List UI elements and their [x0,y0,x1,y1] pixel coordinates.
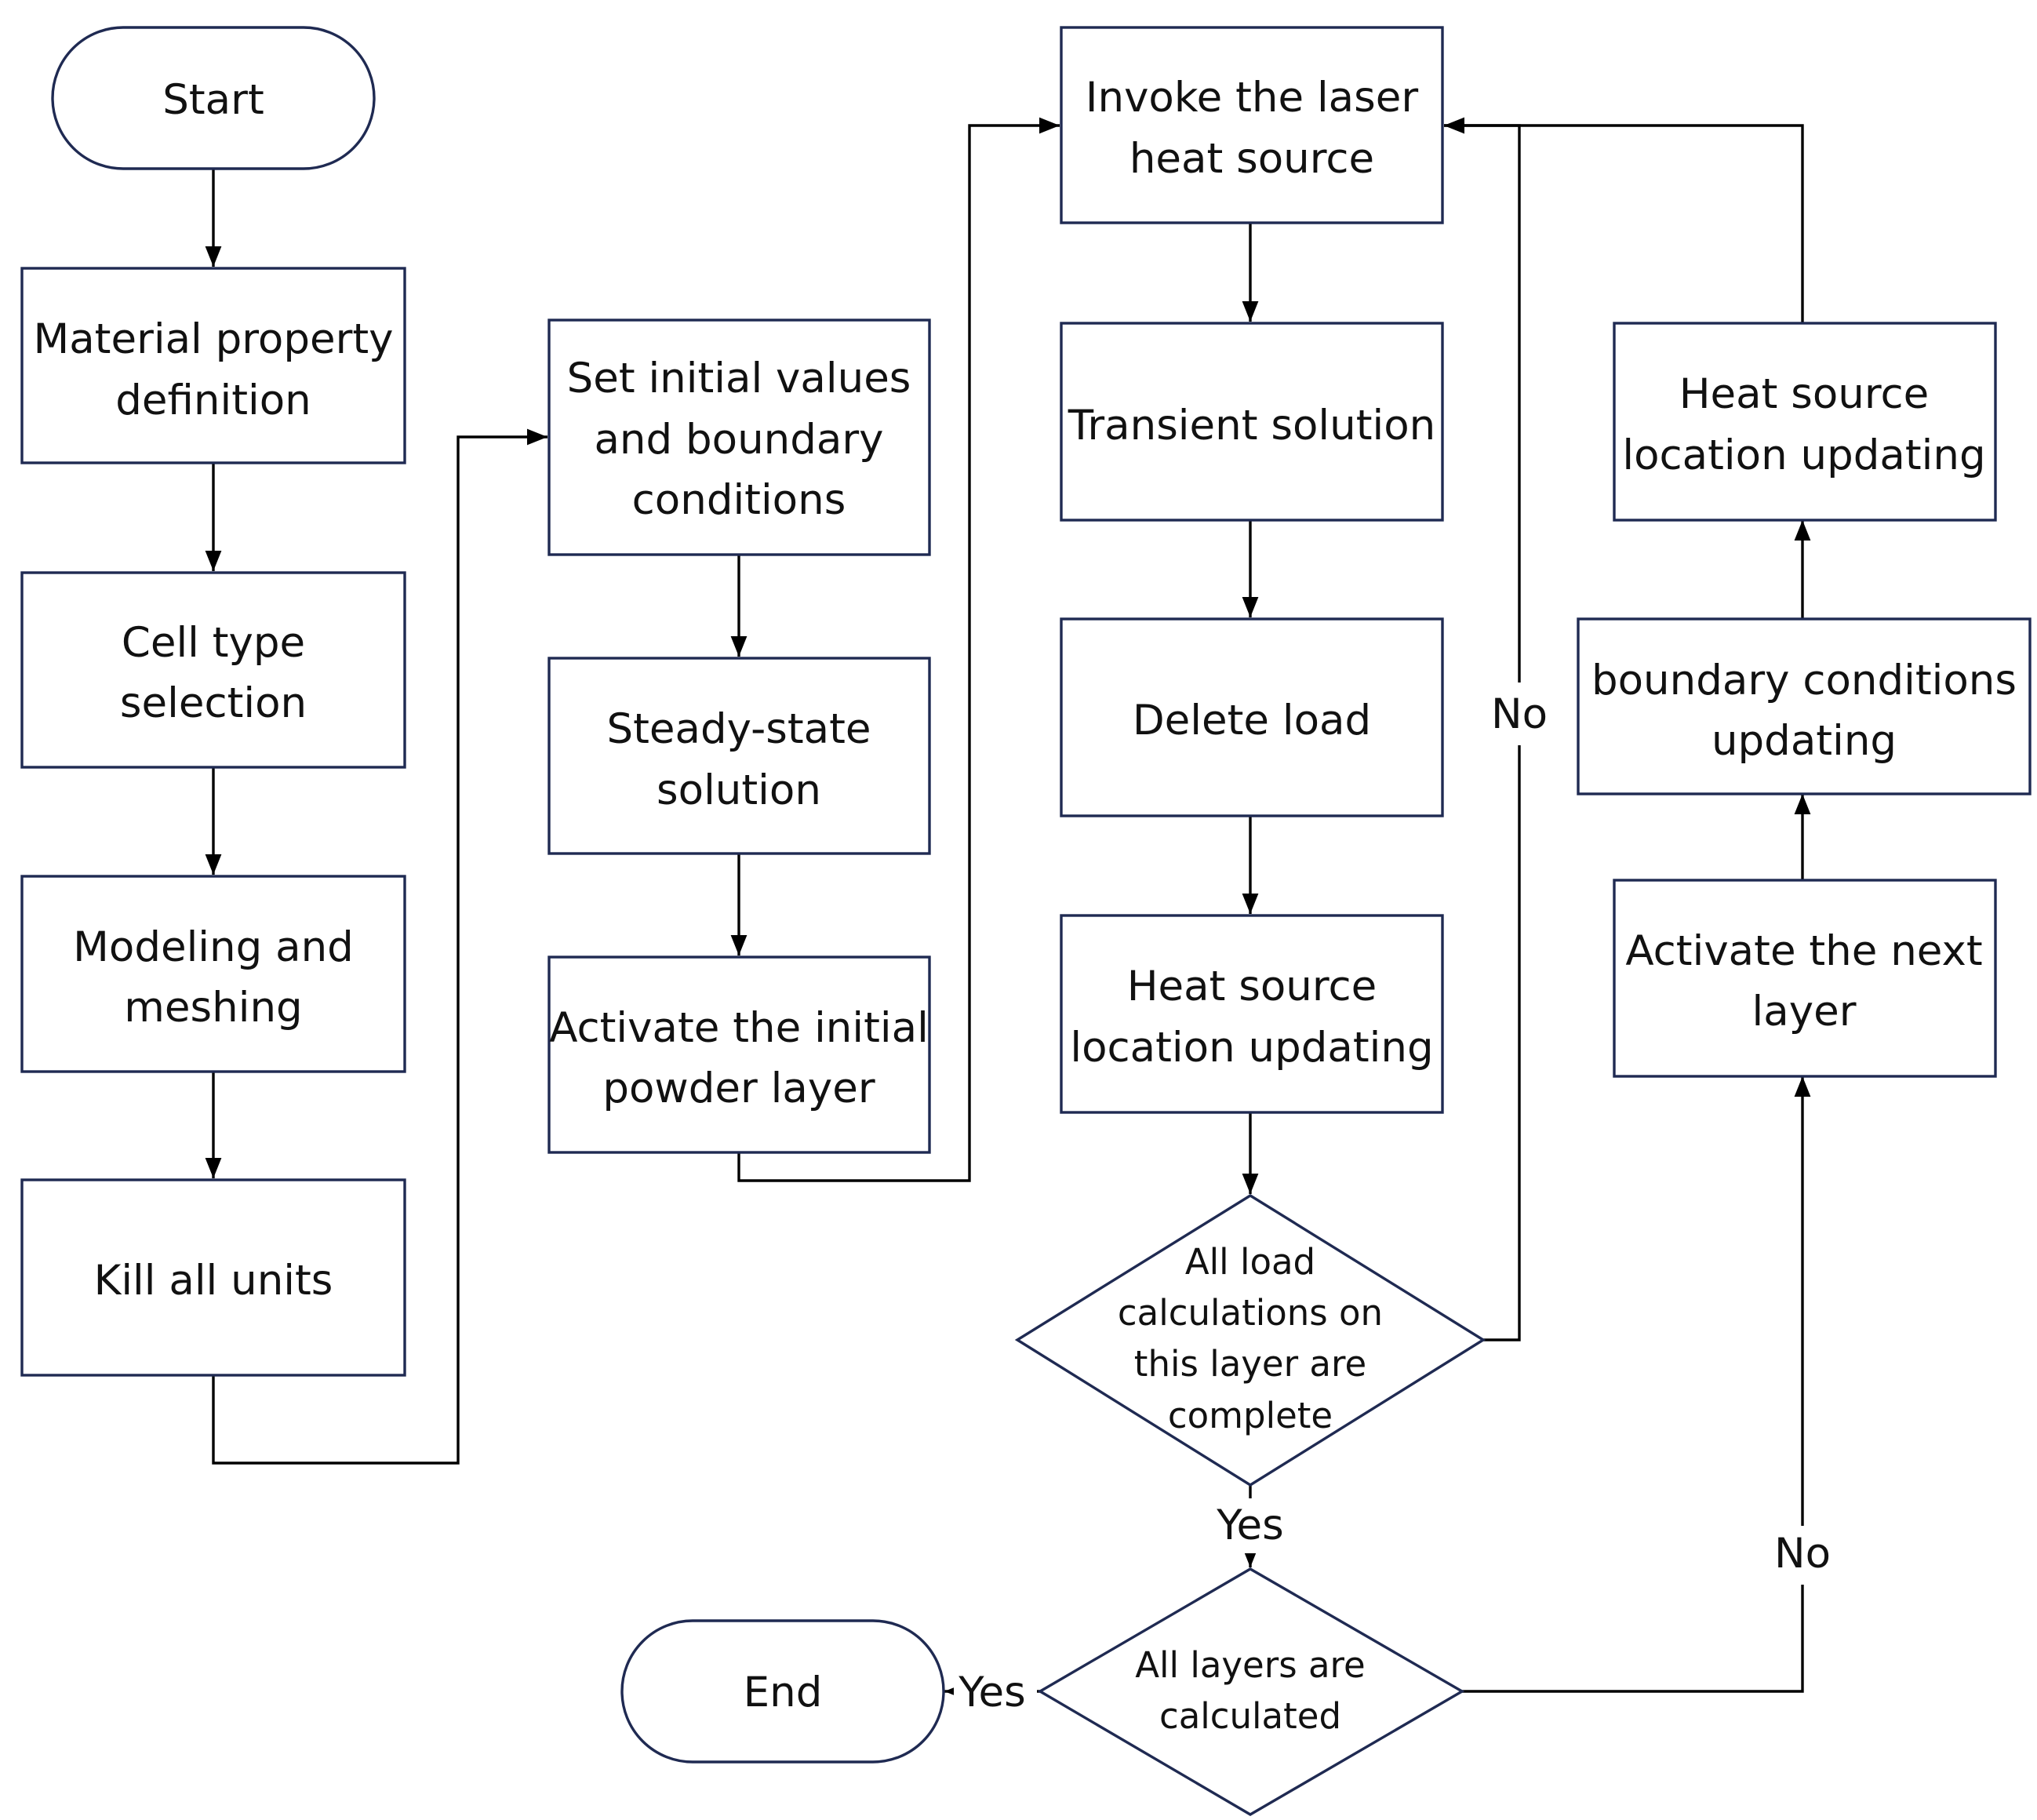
node-start: Start [51,26,376,170]
node-kill-line-1: Kill all units [94,1257,333,1305]
node-cell-line-2: selection [120,679,307,727]
node-heat-update-mid: Heat source location updating [1060,914,1444,1114]
edge-label-layers-no: No [1774,1530,1831,1578]
decision-layers-line-1: All layers are [1135,1644,1366,1686]
node-invoke-laser: Invoke the laser heat source [1060,26,1444,224]
node-boundary-update: boundary conditions updating [1577,617,2032,795]
edge-activateinitial-invoke [737,117,1060,1182]
node-end-label: End [744,1669,823,1716]
node-activate-initial: Activate the initial powder layer [547,956,931,1154]
edge-label-load-no: No [1491,690,1548,738]
node-end: End [620,1619,945,1764]
node-invoke-line-2: heat source [1129,135,1374,183]
edge-layers-no-activatenext [1462,1076,1811,1693]
decision-load-line-2: calculations on [1118,1292,1383,1334]
node-start-label: Start [162,76,264,124]
decision-layers-line-2: calculated [1159,1695,1341,1737]
node-modeling: Modeling and meshing [20,875,406,1073]
edge-heatupdate-invoke [1444,117,1804,323]
node-delete-load: Delete load [1060,617,1444,817]
decision-load-line-1: All load [1185,1241,1315,1283]
node-setinitial-line-2: and boundary [594,416,883,464]
node-transient-line-1: Transient solution [1068,402,1436,450]
node-activate-next: Activate the next layer [1613,879,1997,1078]
node-delete-line-1: Delete load [1133,697,1371,744]
node-set-initial: Set initial values and boundary conditio… [547,318,931,556]
node-transient: Transient solution [1060,322,1444,522]
decision-load-complete: All load calculations on this layer are … [1014,1194,1486,1487]
node-heatmid-line-2: location updating [1070,1024,1433,1072]
node-material-line-1: Material property [33,315,393,363]
node-material-line-2: definition [115,377,311,424]
node-setinitial-line-3: conditions [632,476,846,524]
edge-label-load-yes: Yes [1216,1502,1284,1549]
node-material-property: Material property definition [20,267,406,464]
node-heatmid-line-1: Heat source [1127,963,1377,1010]
node-modeling-line-2: meshing [124,984,302,1032]
node-activateinitial-line-2: powder layer [602,1065,875,1112]
decision-load-line-3: this layer are [1134,1343,1366,1385]
node-invoke-line-1: Invoke the laser [1086,74,1419,122]
node-kill-all-units: Kill all units [20,1178,406,1377]
node-heatright-line-1: Heat source [1679,370,1930,418]
node-heatright-line-2: location updating [1622,431,1985,479]
node-setinitial-line-1: Set initial values [567,355,911,402]
node-steady-line-1: Steady-state [607,705,871,753]
node-modeling-line-1: Modeling and [73,923,354,971]
edge-label-layers-yes: Yes [958,1669,1026,1716]
node-cell-line-1: Cell type [122,619,305,667]
node-steady-state: Steady-state solution [547,657,931,855]
node-heat-update-right: Heat source location updating [1613,322,1997,522]
node-cell-type: Cell type selection [20,571,406,769]
node-boundary-line-1: boundary conditions [1591,657,2017,704]
decision-load-line-4: complete [1168,1395,1333,1436]
node-activateinitial-line-1: Activate the initial [549,1004,929,1052]
node-boundary-line-2: updating [1711,717,1897,765]
edge-kill-setinitial [212,428,547,1465]
connectors [205,117,1811,1700]
decision-all-layers: All layers are calculated [1037,1567,1465,1816]
node-steady-line-2: solution [657,766,821,814]
edge-labels: No Yes Yes No [954,682,1840,1720]
node-activatenext-line-2: layer [1752,988,1857,1036]
node-activatenext-line-1: Activate the next [1625,927,1982,975]
